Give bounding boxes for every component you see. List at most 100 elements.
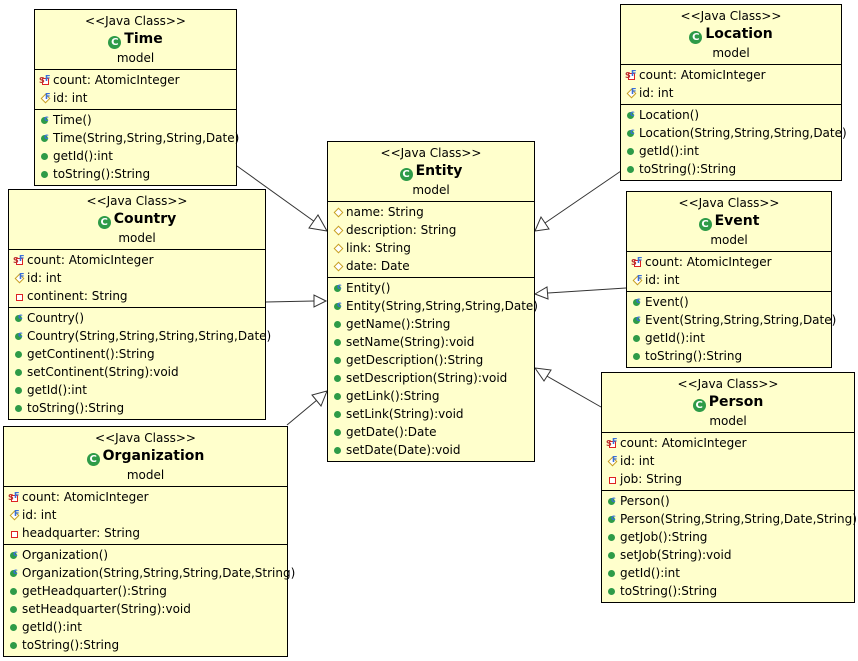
constructor-marker-icon: c	[18, 330, 23, 339]
class-icon: C	[108, 36, 122, 49]
method-text: Country()	[27, 311, 85, 325]
field-row[interactable]: name: String	[328, 203, 534, 221]
method-row[interactable]: setHeadquarter(String):void	[4, 600, 287, 618]
method-row[interactable]: getDate():Date	[328, 423, 534, 441]
method-text: setLink(String):void	[346, 407, 464, 421]
public-marker-icon	[334, 285, 341, 292]
method-row[interactable]: setContinent(String):void	[9, 363, 265, 381]
method-row[interactable]: getDescription():String	[328, 351, 534, 369]
field-row[interactable]: description: String	[328, 221, 534, 239]
public-method-icon	[332, 371, 345, 384]
method-row[interactable]: getId():int	[35, 147, 236, 165]
method-row[interactable]: setJob(String):void	[602, 546, 854, 564]
method-text: getJob():String	[620, 530, 708, 544]
public-marker-icon	[627, 166, 634, 173]
public-marker-icon	[334, 447, 341, 454]
organization-to-entity-line	[286, 399, 318, 426]
method-row[interactable]: getId():int	[9, 381, 265, 399]
method-row[interactable]: setName(String):void	[328, 333, 534, 351]
method-row[interactable]: getId():int	[621, 142, 841, 160]
constructor-icon: c	[39, 131, 52, 144]
public-method-icon	[631, 331, 644, 344]
method-row[interactable]: toString():String	[35, 165, 236, 183]
field-row[interactable]: date: Date	[328, 257, 534, 275]
method-text: Organization()	[22, 548, 109, 562]
method-row[interactable]: toString():String	[602, 582, 854, 600]
method-row[interactable]: getContinent():String	[9, 345, 265, 363]
public-marker-icon	[608, 570, 615, 577]
public-marker-icon	[633, 353, 640, 360]
method-row[interactable]: getHeadquarter():String	[4, 582, 287, 600]
public-method-icon	[13, 347, 26, 360]
field-row[interactable]: link: String	[328, 239, 534, 257]
stereotype-label: <<Java Class>>	[85, 14, 186, 28]
method-row[interactable]: getId():int	[4, 618, 287, 636]
public-marker-icon	[41, 117, 48, 124]
method-row[interactable]: setDate(Date):void	[328, 441, 534, 459]
method-row[interactable]: setDescription(String):void	[328, 369, 534, 387]
method-text: setDescription(String):void	[346, 371, 508, 385]
field-row[interactable]: headquarter: String	[4, 524, 287, 542]
method-row[interactable]: toString():String	[621, 160, 841, 178]
field-row[interactable]: continent: String	[9, 287, 265, 305]
method-row[interactable]: toString():String	[4, 636, 287, 654]
method-row[interactable]: setLink(String):void	[328, 405, 534, 423]
method-row[interactable]: getId():int	[627, 329, 831, 347]
method-row[interactable]: getJob():String	[602, 528, 854, 546]
method-row[interactable]: toString():String	[627, 347, 831, 365]
method-row[interactable]: toString():String	[9, 399, 265, 417]
method-text: getId():int	[645, 331, 705, 345]
final-field-icon: F	[8, 508, 21, 521]
person-to-entity-line	[544, 374, 602, 408]
method-row[interactable]: getName():String	[328, 315, 534, 333]
static-marker-icon: S	[8, 493, 14, 502]
stereotype-label: <<Java Class>>	[95, 431, 196, 445]
field-row[interactable]: job: String	[602, 470, 854, 488]
field-text: count: AtomicInteger	[620, 436, 747, 450]
method-text: Person(String,String,String,Date,String)	[620, 512, 857, 526]
static-marker-icon: S	[39, 76, 45, 85]
method-text: getId():int	[639, 144, 699, 158]
public-method-icon	[332, 425, 345, 438]
method-row[interactable]: getLink():String	[328, 387, 534, 405]
method-row[interactable]: getId():int	[602, 564, 854, 582]
final-marker-icon: F	[637, 274, 643, 283]
